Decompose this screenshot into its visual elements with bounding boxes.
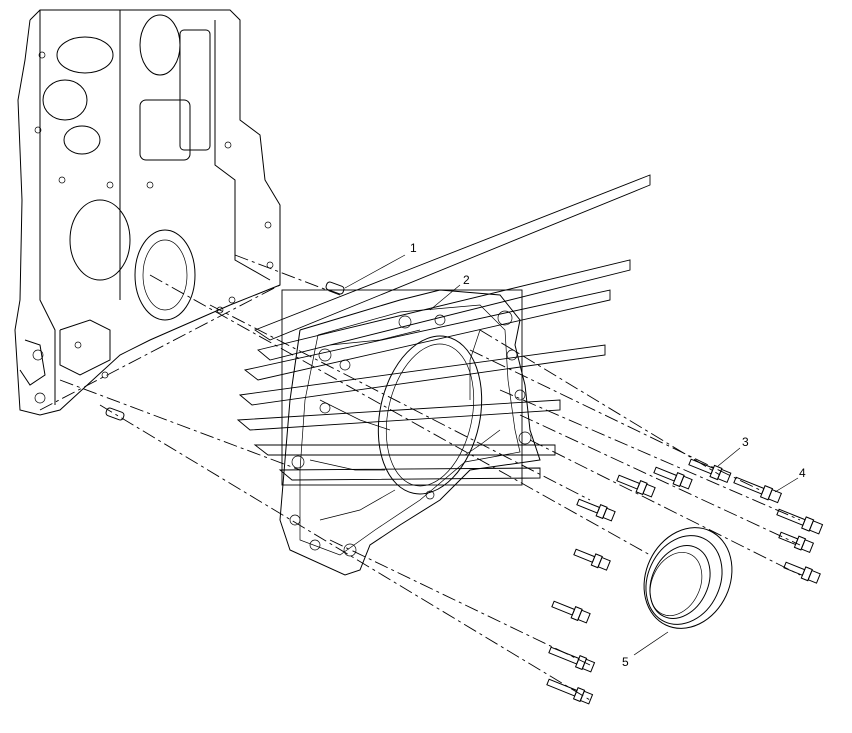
dowel-pin-icon: [105, 281, 345, 421]
callout-4: 4: [799, 466, 806, 480]
oil-seal-ring-icon: [643, 527, 733, 629]
flange-bolt-icon: [546, 458, 824, 705]
callout-3: 3: [742, 435, 749, 449]
flywheel-housing-cover-icon: [279, 289, 541, 576]
assembly-centerlines: [59, 254, 801, 701]
callout-5: 5: [622, 655, 629, 669]
callout-1: 1: [410, 241, 417, 255]
callout-leaders: [344, 254, 799, 656]
callout-2: 2: [463, 273, 470, 287]
brand-watermark-icon: [236, 174, 651, 486]
engine-block-icon: [14, 9, 281, 416]
